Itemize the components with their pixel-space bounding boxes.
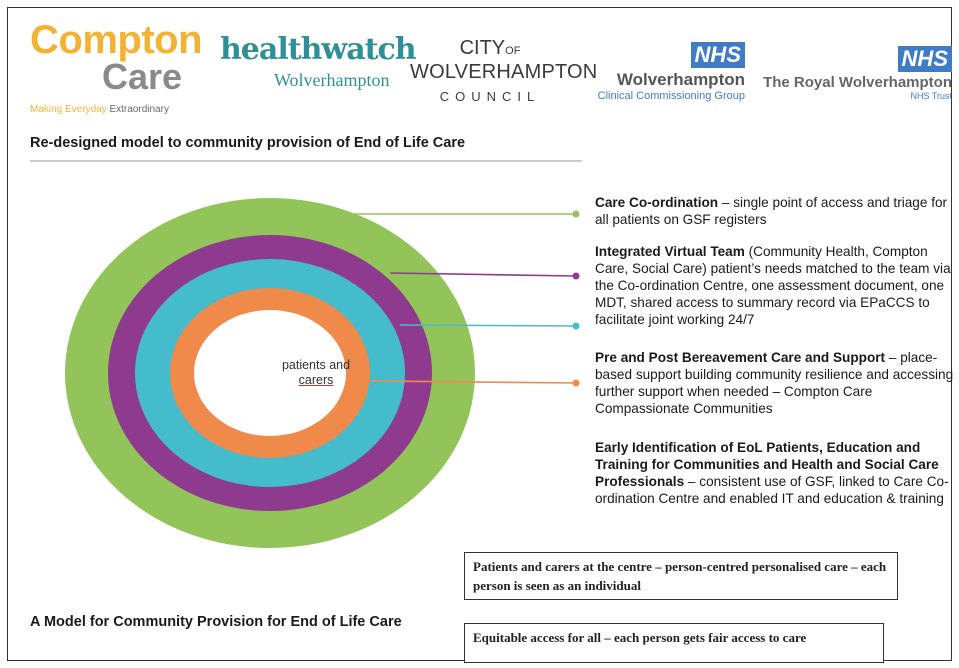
healthwatch-logo-line2: Wolverhampton	[274, 70, 390, 90]
nhs-trust-logo: NHS The Royal Wolverhampton NHS Trust	[762, 46, 952, 101]
title-divider	[30, 160, 582, 162]
nhs-ccg-line1: Wolverhampton	[616, 70, 745, 89]
desc-heading: Integrated Virtual Team	[595, 244, 745, 259]
center-label-line2: carers	[298, 373, 334, 387]
desc-early-identification: Early Identification of EoL Patients, Ed…	[595, 439, 957, 507]
desc-text: – single point of access and triage for …	[595, 195, 948, 227]
connector-dot-integrated-team	[572, 272, 580, 280]
connector-early-identification	[369, 380, 577, 384]
connector-dot-early-identification	[572, 379, 580, 387]
nhs-trust-line1: The Royal Wolverhampton	[763, 74, 952, 91]
model-subtitle: A Model for Community Provision for End …	[30, 614, 402, 630]
compton-care-logo: Compton Care Making Everyday Extraordina…	[30, 18, 203, 115]
compton-logo-line1: Compton	[30, 18, 203, 62]
page-title: Re-designed model to community provision…	[30, 135, 466, 151]
center-label-line1: patients and	[281, 358, 351, 372]
desc-integrated-virtual-team: Integrated Virtual Team (Community Healt…	[595, 243, 957, 328]
healthwatch-logo-line1: healthwatch	[220, 32, 417, 67]
desc-heading: Early Identification of EoL Patients, Ed…	[595, 440, 939, 489]
desc-bereavement-care: Pre and Post Bereavement Care and Suppor…	[595, 349, 957, 417]
ring-patients-carers	[194, 310, 346, 436]
concentric-model-diagram: patients and carers	[60, 168, 600, 588]
city-logo-line2: WOLVERHAMPTON	[410, 61, 598, 83]
nhs-ccg-line2: Clinical Commissioning Group	[597, 90, 745, 102]
compton-logo-line2: Care	[102, 56, 183, 97]
healthwatch-logo: healthwatch Wolverhampton	[220, 32, 417, 91]
desc-care-coordination: Care Co-ordination – single point of acc…	[595, 194, 957, 228]
nhs-trust-badge: NHS	[897, 46, 952, 72]
center-label: patients and carers	[256, 358, 376, 388]
connector-integrated-team	[389, 272, 577, 277]
nhs-ccg-badge: NHS	[690, 42, 745, 68]
connector-dot-bereavement	[572, 322, 580, 330]
desc-heading: Pre and Post Bereavement Care and Suppor…	[595, 350, 886, 365]
city-council-logo: CITYOF WOLVERHAMPTON COUNCIL	[410, 38, 598, 104]
desc-heading: Care Co-ordination	[595, 195, 719, 210]
city-logo-line1: CITYOF	[410, 38, 570, 61]
desc-text: – place-based support building community…	[595, 350, 954, 416]
city-logo-of: OF	[505, 45, 521, 57]
compton-tagline: Making Everyday Extraordinary	[30, 104, 190, 115]
compton-tagline-a: Making Everyday	[30, 104, 110, 115]
compton-tagline-b: Extraordinary	[109, 104, 169, 115]
nhs-trust-line2: NHS Trust	[910, 91, 952, 101]
nhs-ccg-logo: NHS Wolverhampton Clinical Commissioning…	[580, 42, 745, 102]
concentric-rings-svg	[65, 198, 580, 548]
desc-text: (Community Health, Compton Care, Social …	[595, 244, 951, 327]
city-logo-city: CITY	[459, 37, 506, 59]
connector-bereavement	[399, 324, 577, 327]
principle-box-equitable-access: Equitable access for all – each person g…	[464, 623, 884, 663]
principle-box-person-centred: Patients and carers at the centre – pers…	[464, 552, 898, 600]
city-logo-line3: COUNCIL	[439, 89, 541, 104]
desc-text: – consistent use of GSF, linked to Care …	[595, 474, 949, 506]
connector-dot-care-coordination	[572, 210, 580, 218]
